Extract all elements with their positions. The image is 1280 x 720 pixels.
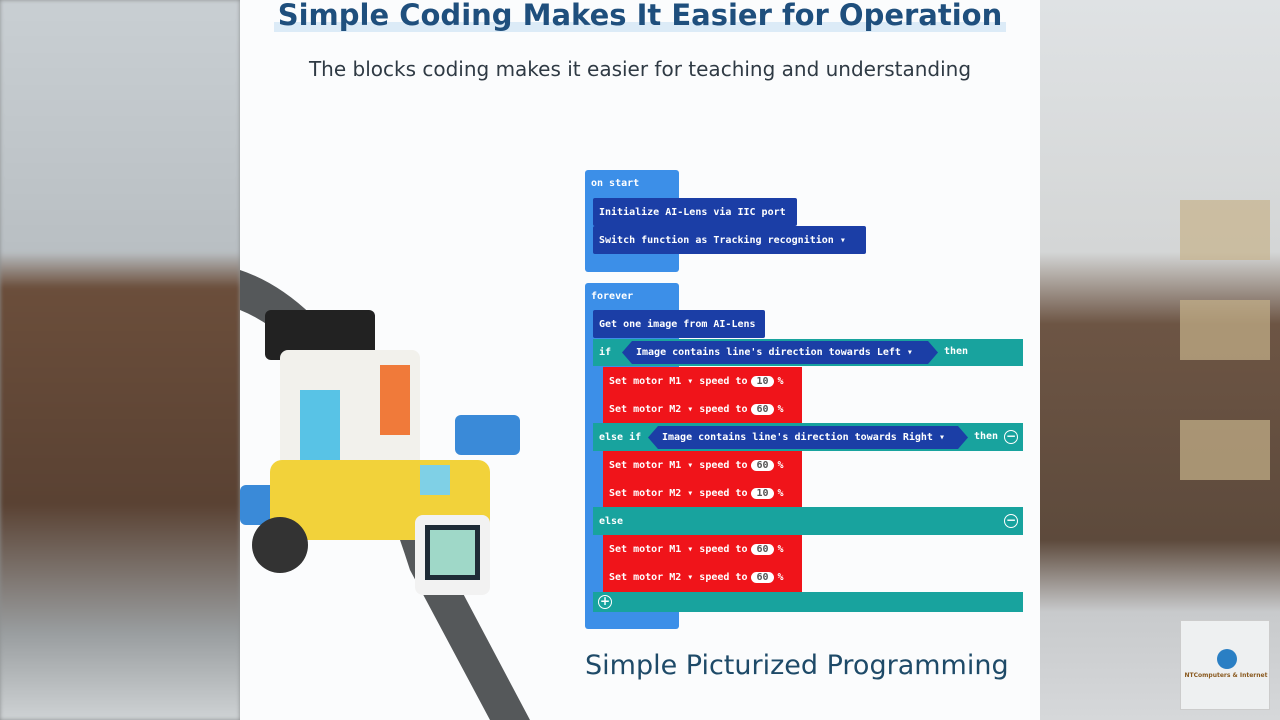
speed-input[interactable]: 10 bbox=[751, 487, 774, 499]
percent-label: % bbox=[777, 543, 784, 555]
percent-label: % bbox=[777, 403, 784, 415]
block-label: Switch function as Tracking recognition … bbox=[599, 234, 846, 246]
block-label: Initialize AI-Lens via IIC port bbox=[599, 206, 786, 218]
watermark-logo: NTComputers & Internet bbox=[1180, 620, 1270, 710]
percent-label: % bbox=[777, 487, 784, 499]
if-block-footer bbox=[593, 592, 1023, 612]
init-ai-lens-block[interactable]: Initialize AI-Lens via IIC port bbox=[593, 198, 797, 226]
then-label: then bbox=[944, 346, 969, 357]
block-label: Set motor M1 ▾ speed to bbox=[609, 543, 748, 555]
then-label: then bbox=[974, 431, 999, 442]
percent-label: % bbox=[777, 459, 784, 471]
footer-caption: Simple Picturized Programming bbox=[585, 650, 1009, 681]
get-image-block[interactable]: Get one image from AI-Lens bbox=[593, 310, 765, 338]
speed-input[interactable]: 60 bbox=[751, 572, 774, 583]
block-label: Set motor M2 ▾ speed to bbox=[609, 487, 748, 499]
switch-function-block[interactable]: Switch function as Tracking recognition … bbox=[593, 226, 866, 254]
block-label: Set motor M2 ▾ speed to bbox=[609, 572, 748, 583]
block-label: else bbox=[599, 515, 624, 527]
page-subtitle: The blocks coding makes it easier for te… bbox=[308, 57, 972, 81]
watermark-text: NTComputers & Internet bbox=[1184, 672, 1268, 679]
block-label: Get one image from AI-Lens bbox=[599, 318, 756, 330]
block-label: forever bbox=[591, 291, 634, 302]
speed-input[interactable]: 60 bbox=[751, 459, 774, 471]
speed-input[interactable]: 10 bbox=[751, 375, 774, 387]
block-label: Set motor M1 ▾ speed to bbox=[609, 375, 748, 387]
block-label: Image contains line's direction towards … bbox=[636, 347, 913, 358]
block-label: Image contains line's direction towards … bbox=[662, 432, 945, 443]
block-label: if bbox=[599, 347, 612, 358]
speed-input[interactable]: 60 bbox=[751, 403, 774, 415]
block-label: Set motor M1 ▾ speed to bbox=[609, 459, 748, 471]
blurred-background-right bbox=[1040, 0, 1280, 720]
blurred-background-left bbox=[0, 0, 240, 720]
remove-branch-icon[interactable]: − bbox=[1004, 513, 1018, 528]
remove-branch-icon[interactable]: − bbox=[1004, 429, 1018, 444]
globe-icon bbox=[1217, 649, 1237, 669]
robot-car-image bbox=[240, 270, 530, 720]
add-branch-icon[interactable]: + bbox=[598, 594, 612, 609]
page-title: Simple Coding Makes It Easier for Operat… bbox=[240, 0, 1040, 32]
percent-label: % bbox=[777, 375, 784, 387]
else-block[interactable]: else bbox=[593, 507, 1023, 535]
speed-input[interactable]: 60 bbox=[751, 543, 774, 555]
block-label: on start bbox=[591, 178, 640, 189]
percent-label: % bbox=[777, 572, 784, 583]
else-if-condition[interactable]: Image contains line's direction towards … bbox=[648, 426, 968, 449]
if-condition[interactable]: Image contains line's direction towards … bbox=[622, 341, 938, 364]
block-label: Set motor M2 ▾ speed to bbox=[609, 403, 748, 415]
block-label: else if bbox=[599, 431, 642, 443]
